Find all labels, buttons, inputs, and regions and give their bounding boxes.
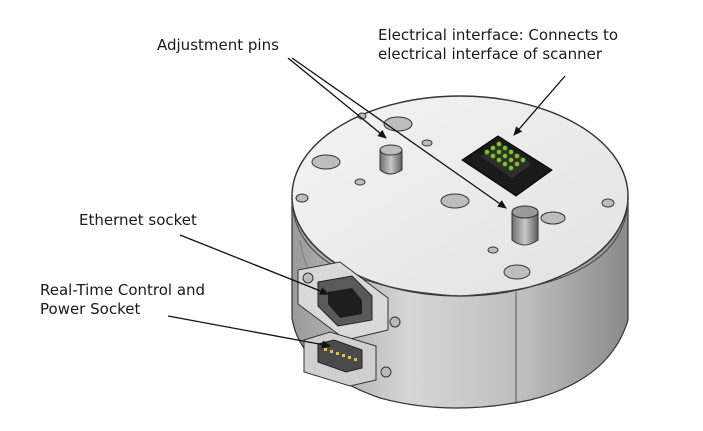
adjustment-pins-text: Adjustment pins: [157, 36, 279, 54]
callout-arrows: [167, 57, 566, 349]
ethernet-socket-text: Ethernet socket: [79, 211, 197, 229]
realtime-socket-line-2: Power Socket: [40, 300, 141, 318]
arrow-electrical-interface: [513, 75, 566, 136]
mounting-holes: [295, 112, 615, 280]
adjustment-pin-left: [379, 144, 403, 175]
ethernet-socket-label: Ethernet socket: [79, 211, 197, 230]
ethernet-socket: [297, 261, 401, 341]
adjustment-pins-label: Adjustment pins: [157, 36, 279, 55]
electrical-interface-label: Electrical interface: Connects to electr…: [378, 26, 618, 64]
arrow-realtime-socket: [167, 315, 331, 349]
electrical-interface-line-2: electrical interface of scanner: [378, 45, 603, 63]
arrow-adjustment-pin-right: [291, 57, 507, 209]
realtime-socket-label: Real-Time Control and Power Socket: [40, 281, 205, 319]
electrical-interface-line-1: Electrical interface: Connects to: [378, 26, 619, 44]
arrow-ethernet-socket: [179, 234, 329, 295]
adjustment-pin-right: [511, 205, 539, 246]
arrow-adjustment-pin-left: [287, 57, 387, 139]
electrical-interface-connector: [461, 135, 553, 197]
realtime-socket-line-1: Real-Time Control and: [40, 281, 206, 299]
